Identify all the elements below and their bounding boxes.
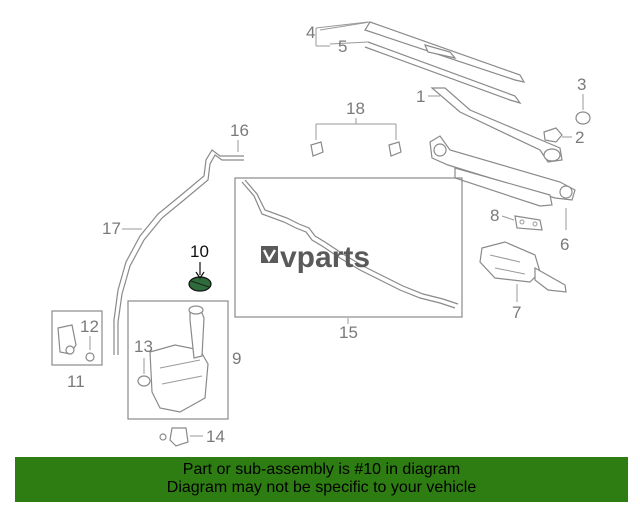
wiper-motor bbox=[479, 241, 567, 293]
svg-text:4: 4 bbox=[306, 23, 315, 42]
wiper-blade-assembly bbox=[319, 21, 526, 105]
svg-text:8: 8 bbox=[490, 206, 499, 225]
svg-text:11: 11 bbox=[67, 372, 85, 391]
callout-16: 16 bbox=[230, 121, 249, 152]
svg-text:15: 15 bbox=[339, 323, 358, 342]
callout-10: 10 bbox=[190, 242, 209, 280]
bracket-part bbox=[514, 215, 543, 231]
svg-text:9: 9 bbox=[232, 349, 241, 368]
callout-1: 1 bbox=[416, 87, 440, 106]
callout-9: 9 bbox=[232, 349, 241, 368]
callout-4: 4 bbox=[306, 21, 369, 47]
callout-15: 15 bbox=[339, 318, 358, 342]
callout-5: 5 bbox=[338, 37, 347, 56]
washer-nozzles bbox=[310, 141, 402, 157]
svg-text:16: 16 bbox=[230, 121, 249, 140]
banner-line-1: Part or sub-assembly is #10 in diagram bbox=[182, 461, 461, 478]
svg-text:7: 7 bbox=[512, 303, 521, 322]
svg-text:vparts: vparts bbox=[280, 241, 370, 274]
svg-text:3: 3 bbox=[577, 75, 586, 94]
nut-part bbox=[543, 127, 563, 143]
wiper-arm bbox=[430, 87, 563, 163]
callout-14: 14 bbox=[190, 427, 225, 446]
washer-pump bbox=[159, 427, 189, 447]
grommet-part bbox=[137, 375, 151, 387]
svg-text:1: 1 bbox=[416, 87, 425, 106]
banner-line-2: Diagram may not be specific to your vehi… bbox=[166, 479, 477, 496]
callout-8: 8 bbox=[490, 206, 515, 225]
svg-text:17: 17 bbox=[102, 219, 121, 238]
callout-7: 7 bbox=[512, 284, 521, 322]
callout-13: 13 bbox=[134, 337, 153, 374]
washer-reservoir-box bbox=[127, 300, 229, 420]
washer-hose bbox=[113, 149, 244, 355]
svg-text:13: 13 bbox=[134, 337, 153, 356]
svg-text:6: 6 bbox=[560, 235, 569, 254]
hose-assembly-box bbox=[234, 177, 463, 318]
cap-part bbox=[575, 111, 591, 125]
washer-pump-box bbox=[51, 310, 103, 366]
svg-text:14: 14 bbox=[206, 427, 225, 446]
svg-text:18: 18 bbox=[346, 99, 365, 118]
info-banner: Part or sub-assembly is #10 in diagram D… bbox=[15, 457, 628, 502]
callout-11: 11 bbox=[67, 372, 85, 391]
vparts-watermark-logo: vparts bbox=[261, 241, 370, 274]
wiper-linkage bbox=[429, 135, 576, 207]
highlighted-cap-part-10 bbox=[188, 276, 212, 292]
svg-text:2: 2 bbox=[575, 128, 584, 147]
svg-text:10: 10 bbox=[190, 242, 209, 261]
callout-12: 12 bbox=[80, 317, 99, 350]
callout-6: 6 bbox=[560, 208, 569, 254]
callout-18: 18 bbox=[315, 99, 397, 140]
svg-text:12: 12 bbox=[80, 317, 99, 336]
callout-2: 2 bbox=[562, 128, 584, 147]
callout-3: 3 bbox=[577, 75, 586, 110]
callout-17: 17 bbox=[102, 219, 142, 238]
